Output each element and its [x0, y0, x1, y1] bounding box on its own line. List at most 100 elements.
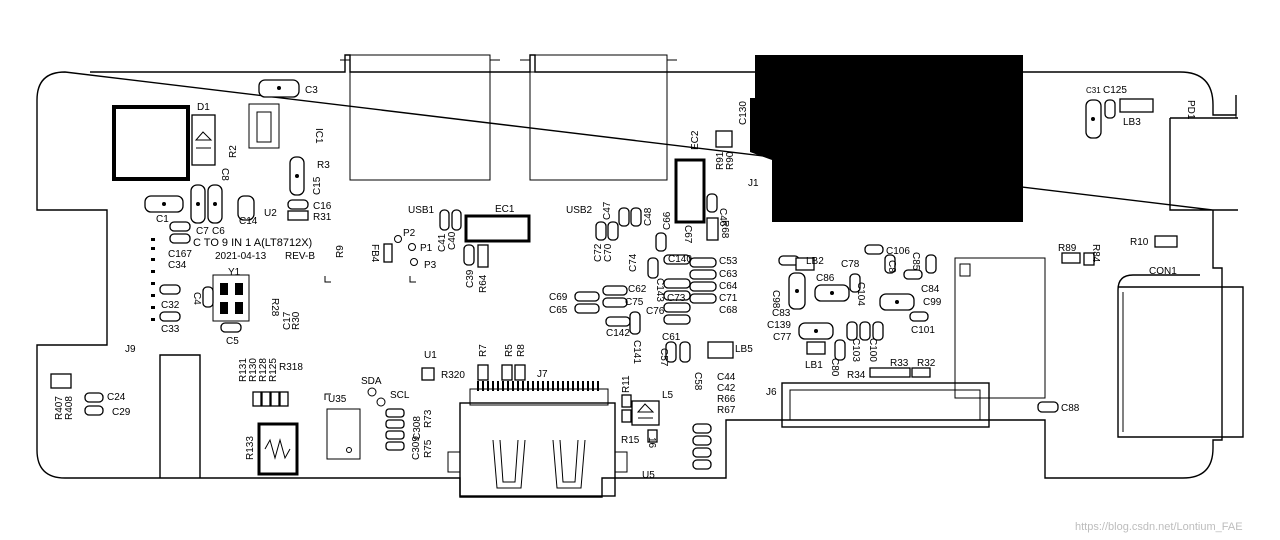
- silkscreen-title: C TO 9 IN 1 A(LT8712X): [193, 237, 312, 249]
- fb4-ferrite: [383, 243, 393, 263]
- label-r130: R130: [248, 358, 259, 382]
- label-c8x: C8: [886, 260, 897, 273]
- label-c143: C143: [654, 278, 665, 302]
- label-r15: R15: [621, 435, 640, 446]
- r7-resistor: [477, 364, 489, 381]
- scl-testpoint: [376, 397, 386, 407]
- label-usb1: USB1: [408, 205, 435, 216]
- usb2-connector: [529, 54, 668, 181]
- label-c39: C39: [465, 269, 476, 288]
- label-lb5: LB5: [735, 344, 753, 355]
- label-d1: D1: [197, 102, 210, 113]
- label-r7: R7: [478, 344, 489, 357]
- c46-capacitor: [706, 193, 718, 213]
- label-r128: R128: [258, 358, 269, 382]
- silkscreen-revision: REV-B: [285, 251, 315, 262]
- j9-edge-pads: [151, 238, 155, 321]
- watermark: https://blog.csdn.net/Lontium_FAE: [1075, 521, 1243, 533]
- label-r33: R33: [890, 358, 909, 369]
- board-inner-cut: [1169, 95, 1237, 208]
- label-c86: C86: [816, 273, 835, 284]
- label-r320: R320: [441, 370, 465, 381]
- label-c68: C68: [719, 305, 738, 316]
- label-p2: P2: [403, 228, 416, 239]
- silkscreen-date: 2021-04-13: [215, 251, 267, 262]
- label-c46: C46: [717, 208, 728, 227]
- label-c74: C74: [628, 253, 639, 272]
- label-lb2: LB2: [806, 256, 824, 267]
- ec1-capacitor: [464, 214, 531, 243]
- label-p1: P1: [420, 243, 433, 254]
- c4-capacitor: [202, 286, 214, 308]
- ic1-chip: [248, 103, 280, 149]
- label-c71: C71: [719, 293, 738, 304]
- label-r75: R75: [423, 439, 434, 458]
- label-c308: C308: [412, 416, 423, 440]
- label-c6: C6: [212, 226, 225, 237]
- label-c17: C17: [282, 311, 293, 330]
- label-r91: R91: [715, 151, 726, 170]
- c167-capacitor: [169, 221, 191, 232]
- label-c67: C67: [682, 225, 693, 244]
- c32-capacitor: [159, 284, 181, 295]
- label-c104: C104: [855, 282, 866, 306]
- label-c14: C14: [239, 216, 258, 227]
- c308-c309-array: [385, 408, 405, 451]
- label-j6: J6: [766, 387, 777, 398]
- l5-inductor: [631, 400, 660, 426]
- label-fb4: FB4: [369, 244, 380, 263]
- label-lb1: LB1: [805, 360, 823, 371]
- label-c73: C73: [667, 293, 686, 304]
- label-l5: L5: [662, 390, 674, 401]
- label-c78: C78: [841, 259, 860, 270]
- label-p3: P3: [424, 260, 437, 271]
- label-r10: R10: [1130, 237, 1149, 248]
- label-ec1: EC1: [495, 204, 515, 215]
- r64-resistor: [477, 244, 489, 268]
- label-u1: U1: [424, 350, 437, 361]
- lb3-bead: [1119, 98, 1154, 113]
- label-r125: R125: [268, 358, 279, 382]
- ic1-chip-pad: [256, 111, 272, 143]
- label-c65: C65: [549, 305, 568, 316]
- label-c32: C32: [161, 300, 180, 311]
- label-r34: R34: [847, 370, 866, 381]
- c14-capacitor: [237, 195, 255, 221]
- label-j9: J9: [125, 344, 136, 355]
- label-c85: C85: [910, 252, 921, 271]
- r90-r91-array: [715, 130, 733, 148]
- label-r84: R84: [1090, 244, 1101, 263]
- label-r5: R5: [504, 344, 515, 357]
- label-r3: R3: [317, 160, 330, 171]
- label-c44: C44: [717, 372, 736, 383]
- label-c63: C63: [719, 269, 738, 280]
- j6-connector: [781, 382, 990, 428]
- label-r16: 16: [646, 437, 657, 449]
- label-c53: C53: [719, 256, 738, 267]
- label-j7: J7: [537, 369, 548, 380]
- label-con1: CON1: [1149, 266, 1177, 277]
- label-r131: R131: [238, 358, 249, 382]
- capacitor-cluster-right: [778, 244, 1059, 413]
- d1-diode-symbol: [194, 131, 213, 149]
- label-c142: C142: [606, 328, 630, 339]
- label-c1: C1: [156, 214, 169, 225]
- label-c48: C48: [643, 207, 654, 226]
- label-c61: C61: [662, 332, 681, 343]
- j7-pins: [477, 381, 599, 391]
- c125-capacitor: [1104, 99, 1116, 119]
- label-c80: C80: [829, 358, 840, 377]
- label-c139: C139: [767, 320, 791, 331]
- label-r66: R66: [717, 394, 736, 405]
- c5-capacitor: [220, 322, 242, 333]
- c39-capacitor: [463, 244, 475, 266]
- label-c42: C42: [717, 383, 736, 394]
- con1-connector: [1117, 274, 1244, 438]
- usb1-connector: [349, 54, 491, 181]
- label-c41: C41: [437, 233, 448, 252]
- label-c24: C24: [107, 392, 126, 403]
- c40-c41-caps: [439, 209, 450, 231]
- label-r30: R30: [291, 311, 302, 330]
- c16-capacitor: [287, 199, 309, 210]
- label-c77: C77: [773, 332, 792, 343]
